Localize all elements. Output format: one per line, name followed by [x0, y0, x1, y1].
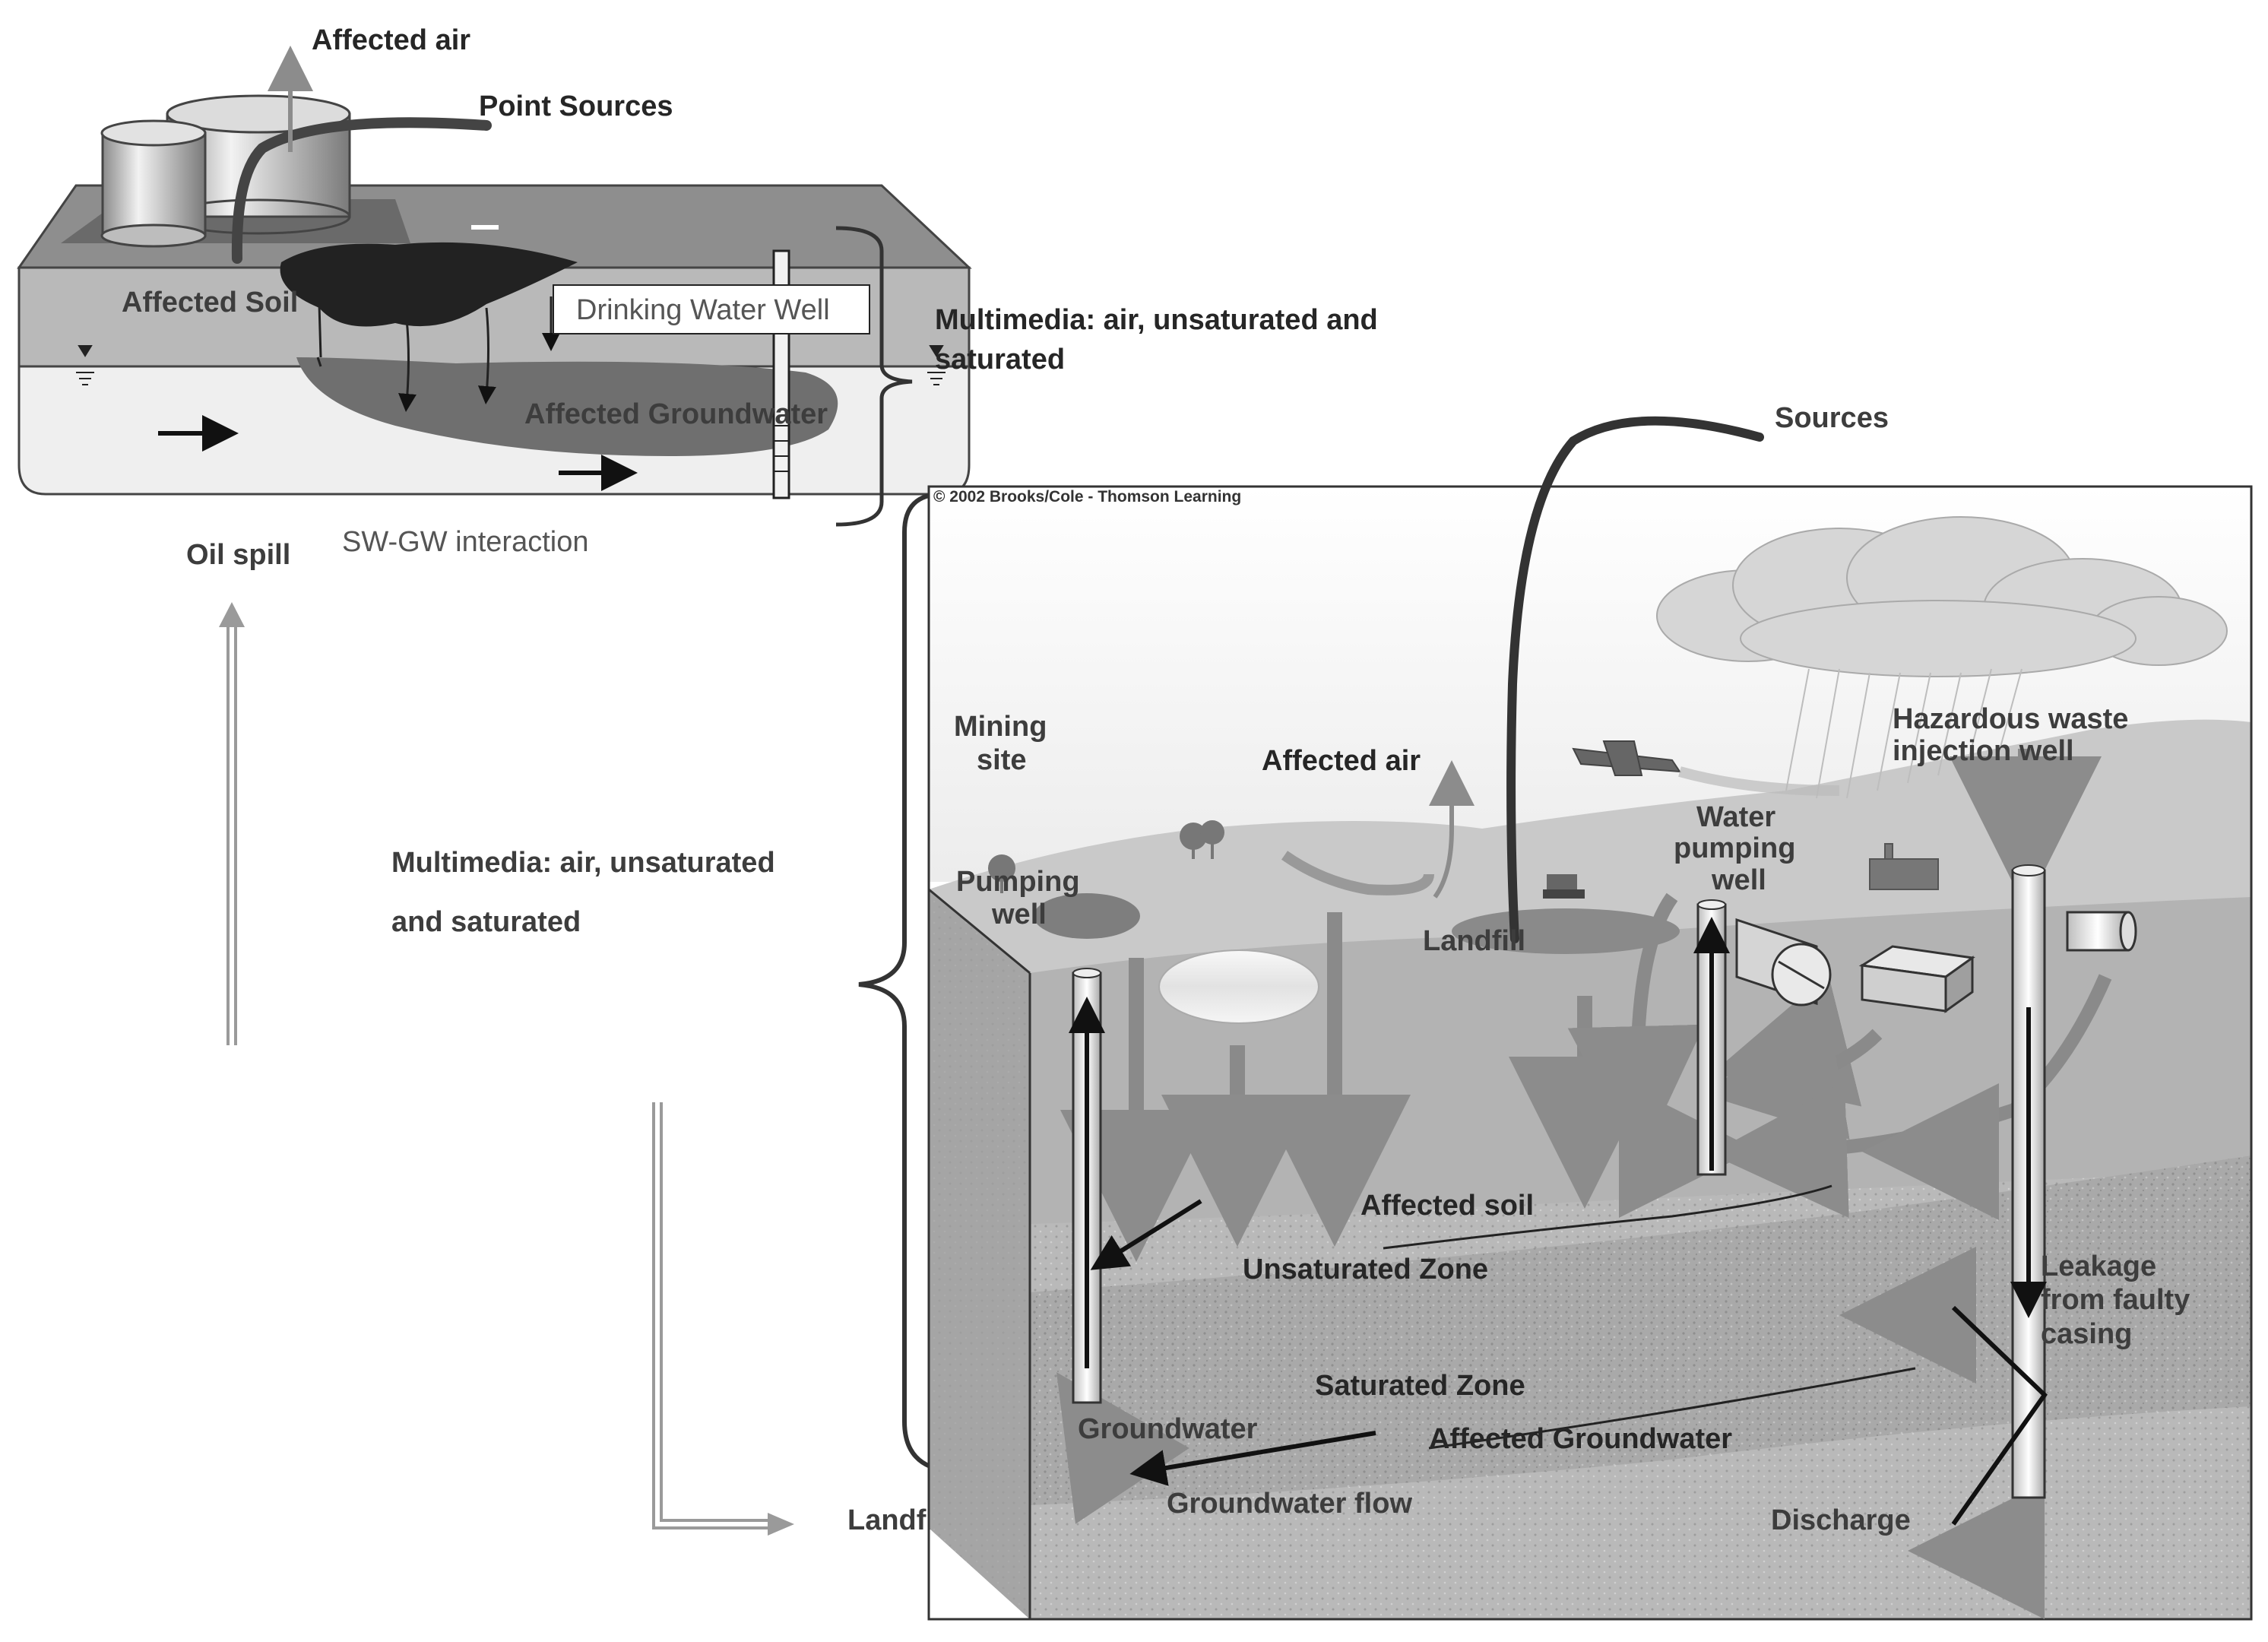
leakage-label-line2: from faulty [2041, 1284, 2190, 1316]
waste-facility [1869, 843, 1939, 890]
rain-cloud [1656, 516, 2228, 677]
water-pumping-well-label-line3: well [1711, 864, 1766, 896]
pumping-well-label-line1: Pumping [956, 866, 1080, 898]
pumping-well-label-line2: well [991, 899, 1047, 930]
pumping-well-pipe [1069, 968, 1105, 1404]
copyright-label: © 2002 Brooks/Cole - Thomson Learning [933, 488, 1241, 506]
water-pumping-well-pipe [1693, 899, 1730, 1176]
oil-spill-blob [280, 242, 578, 327]
left-multimedia-label-line2: and saturated [391, 906, 581, 938]
sources-pointer [1506, 416, 1764, 943]
injection-well-pipe [2010, 864, 2047, 1499]
drinking-water-well-box [553, 284, 870, 334]
trees [988, 820, 1224, 893]
buried-box [1858, 945, 1975, 1013]
inset-affected-air-label: Affected air [312, 24, 470, 56]
landfill-mound [1452, 908, 1680, 954]
inset-block [17, 46, 972, 527]
oil-spill-arrow [219, 602, 245, 1045]
oil-spill-label: Oil spill [186, 539, 290, 571]
hazardous-waste-label-line2: injection well [1893, 735, 2074, 767]
mining-site-label-line1: Mining [954, 711, 1047, 743]
saturated-zone-label: Saturated Zone [1315, 1370, 1525, 1402]
inset-multimedia-label-line1: Multimedia: air, unsaturated and [935, 304, 1378, 336]
landfill-arrow [652, 1102, 794, 1536]
bulldozer [1543, 874, 1585, 899]
rain [1785, 668, 2023, 799]
drinking-water-well-label: Drinking Water Well [576, 294, 830, 326]
main-affected-groundwater-label: Affected Groundwater [1429, 1423, 1732, 1455]
main-block [927, 416, 2253, 1621]
main-affected-air-label: Affected air [1262, 745, 1421, 777]
groundwater-label: Groundwater [1078, 1413, 1258, 1445]
surface-lake [1158, 949, 1319, 1024]
sources-label: Sources [1775, 402, 1889, 434]
unsaturated-zone-label: Unsaturated Zone [1243, 1254, 1488, 1285]
buried-drum [2066, 911, 2137, 952]
inset-point-sources-label: Point Sources [479, 90, 673, 122]
mining-site-label-line2: site [977, 744, 1026, 776]
main-curly-brace [858, 492, 951, 1473]
groundwater-plume [296, 357, 838, 456]
inset-bracket [835, 226, 913, 527]
groundwater-flow-label: Groundwater flow [1167, 1488, 1412, 1520]
left-multimedia-label-line1: Multimedia: air, unsaturated [391, 847, 775, 879]
main-landfill-label: Landfill [1423, 925, 1525, 957]
inset-multimedia-label-line2: saturated [935, 344, 1065, 376]
point-source-pointer [231, 117, 492, 264]
leakage-label-line1: Leakage [2041, 1251, 2156, 1282]
affected-soil-label: Affected soil [1360, 1190, 1534, 1222]
water-pumping-well-label-line1: Water [1696, 801, 1775, 833]
hazardous-waste-label-line1: Hazardous waste [1893, 703, 2128, 735]
pumping-well-pond [1034, 893, 1140, 939]
sw-gw-interaction-label: SW-GW interaction [342, 526, 588, 558]
water-pumping-well-label-line2: pumping [1674, 832, 1795, 864]
discharge-label: Discharge [1771, 1504, 1911, 1536]
inset-affected-groundwater-label: Affected Groundwater [524, 398, 828, 430]
inset-affected-soil-label: Affected Soil [122, 287, 298, 319]
leakage-label-line3: casing [2041, 1318, 2132, 1350]
buried-pipe [1735, 918, 1832, 1006]
